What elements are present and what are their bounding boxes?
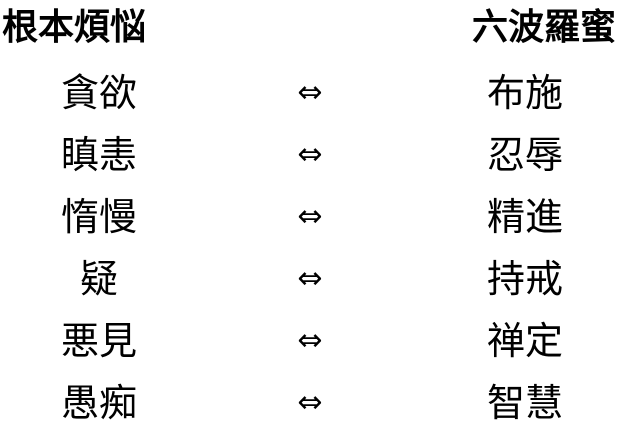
- pair-row: 貪欲 ⇔ 布施: [0, 62, 620, 124]
- pair-row: 悪見 ⇔ 禅定: [0, 310, 620, 372]
- right-column-title: 六波羅蜜: [471, 7, 616, 48]
- pair-row: 瞋恚 ⇔ 忍辱: [0, 124, 620, 186]
- affliction-label: 貪欲: [60, 71, 137, 115]
- double-arrow-icon: ⇔: [297, 323, 323, 358]
- affliction-label: 愚痴: [60, 381, 137, 425]
- affliction-label: 瞋恚: [60, 133, 137, 177]
- paramita-label: 持戒: [486, 257, 563, 301]
- affliction-label: 悪見: [60, 319, 137, 363]
- double-arrow-icon: ⇔: [297, 261, 323, 296]
- paramita-label: 忍辱: [486, 133, 563, 177]
- paramita-label: 智慧: [486, 381, 563, 425]
- double-arrow-icon: ⇔: [297, 75, 323, 110]
- pair-row: 惰慢 ⇔ 精進: [0, 186, 620, 248]
- affliction-label: 惰慢: [60, 195, 137, 239]
- pair-row: 愚痴 ⇔ 智慧: [0, 372, 620, 434]
- paramita-label: 禅定: [486, 319, 563, 363]
- pair-list: 貪欲 ⇔ 布施 瞋恚 ⇔ 忍辱 惰慢 ⇔ 精進 疑 ⇔ 持戒 悪見 ⇔ 禅定 愚…: [0, 62, 620, 434]
- paramita-label: 精進: [486, 195, 563, 239]
- paramita-label: 布施: [486, 71, 563, 115]
- double-arrow-icon: ⇔: [297, 385, 323, 420]
- double-arrow-icon: ⇔: [297, 199, 323, 234]
- affliction-label: 疑: [79, 257, 118, 301]
- double-arrow-icon: ⇔: [297, 137, 323, 172]
- left-column-title: 根本煩悩: [2, 7, 147, 48]
- pair-row: 疑 ⇔ 持戒: [0, 248, 620, 310]
